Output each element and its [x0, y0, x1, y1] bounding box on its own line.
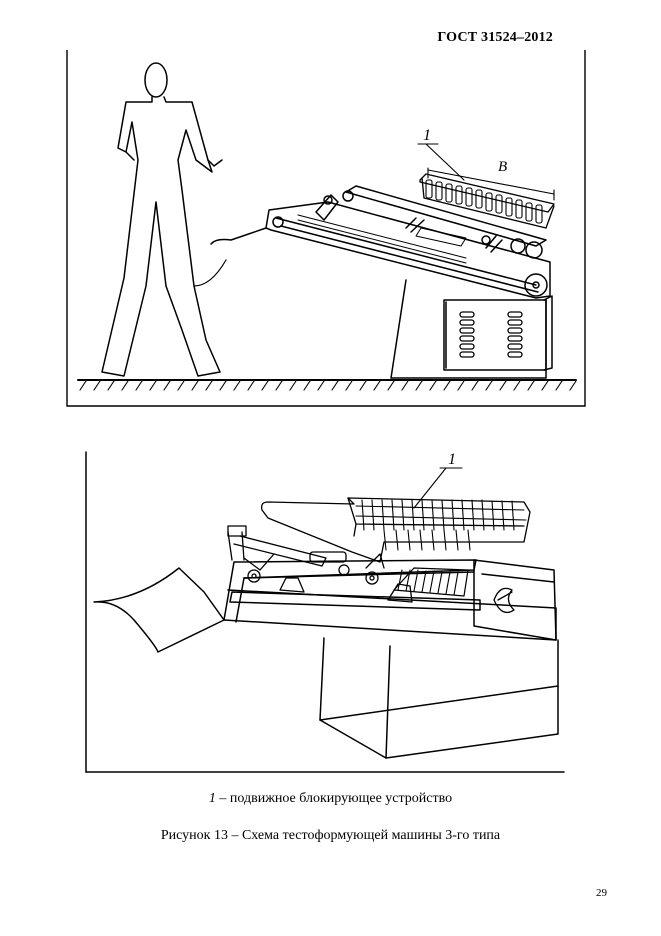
- callout-label: 1: [448, 451, 456, 468]
- ground-hatching: [77, 379, 577, 391]
- blocking-device: [260, 497, 531, 563]
- blocking-device: [419, 173, 555, 229]
- figure-operator-machine: 1 В: [66, 50, 586, 408]
- figure-caption: Рисунок 13 – Схема тестоформующей машины…: [160, 828, 501, 843]
- figure-legend: 1 – подвижное блокирующее устройство: [0, 791, 661, 807]
- legend-text: – подвижное блокирующее устройство: [215, 791, 453, 806]
- dimension-line: [427, 167, 555, 201]
- machine-body: [265, 185, 553, 379]
- machine-base: [319, 637, 391, 759]
- callout-leader: [425, 143, 465, 181]
- dimension-label: В: [498, 159, 507, 175]
- operator-figure: [101, 62, 267, 377]
- vent-grille: [459, 311, 523, 358]
- callout-leader: [413, 467, 447, 509]
- callout-label: 1: [423, 127, 431, 144]
- page-number: 29: [596, 887, 607, 899]
- lever-mechanism: [227, 525, 413, 603]
- figure-machine-perspective: 1: [84, 450, 566, 775]
- dough-sheet: [93, 567, 225, 653]
- side-emblem: [493, 587, 515, 614]
- document-header: ГОСТ 31524–2012: [437, 30, 553, 45]
- side-housing: [473, 559, 557, 641]
- legend-number: 1: [208, 791, 216, 806]
